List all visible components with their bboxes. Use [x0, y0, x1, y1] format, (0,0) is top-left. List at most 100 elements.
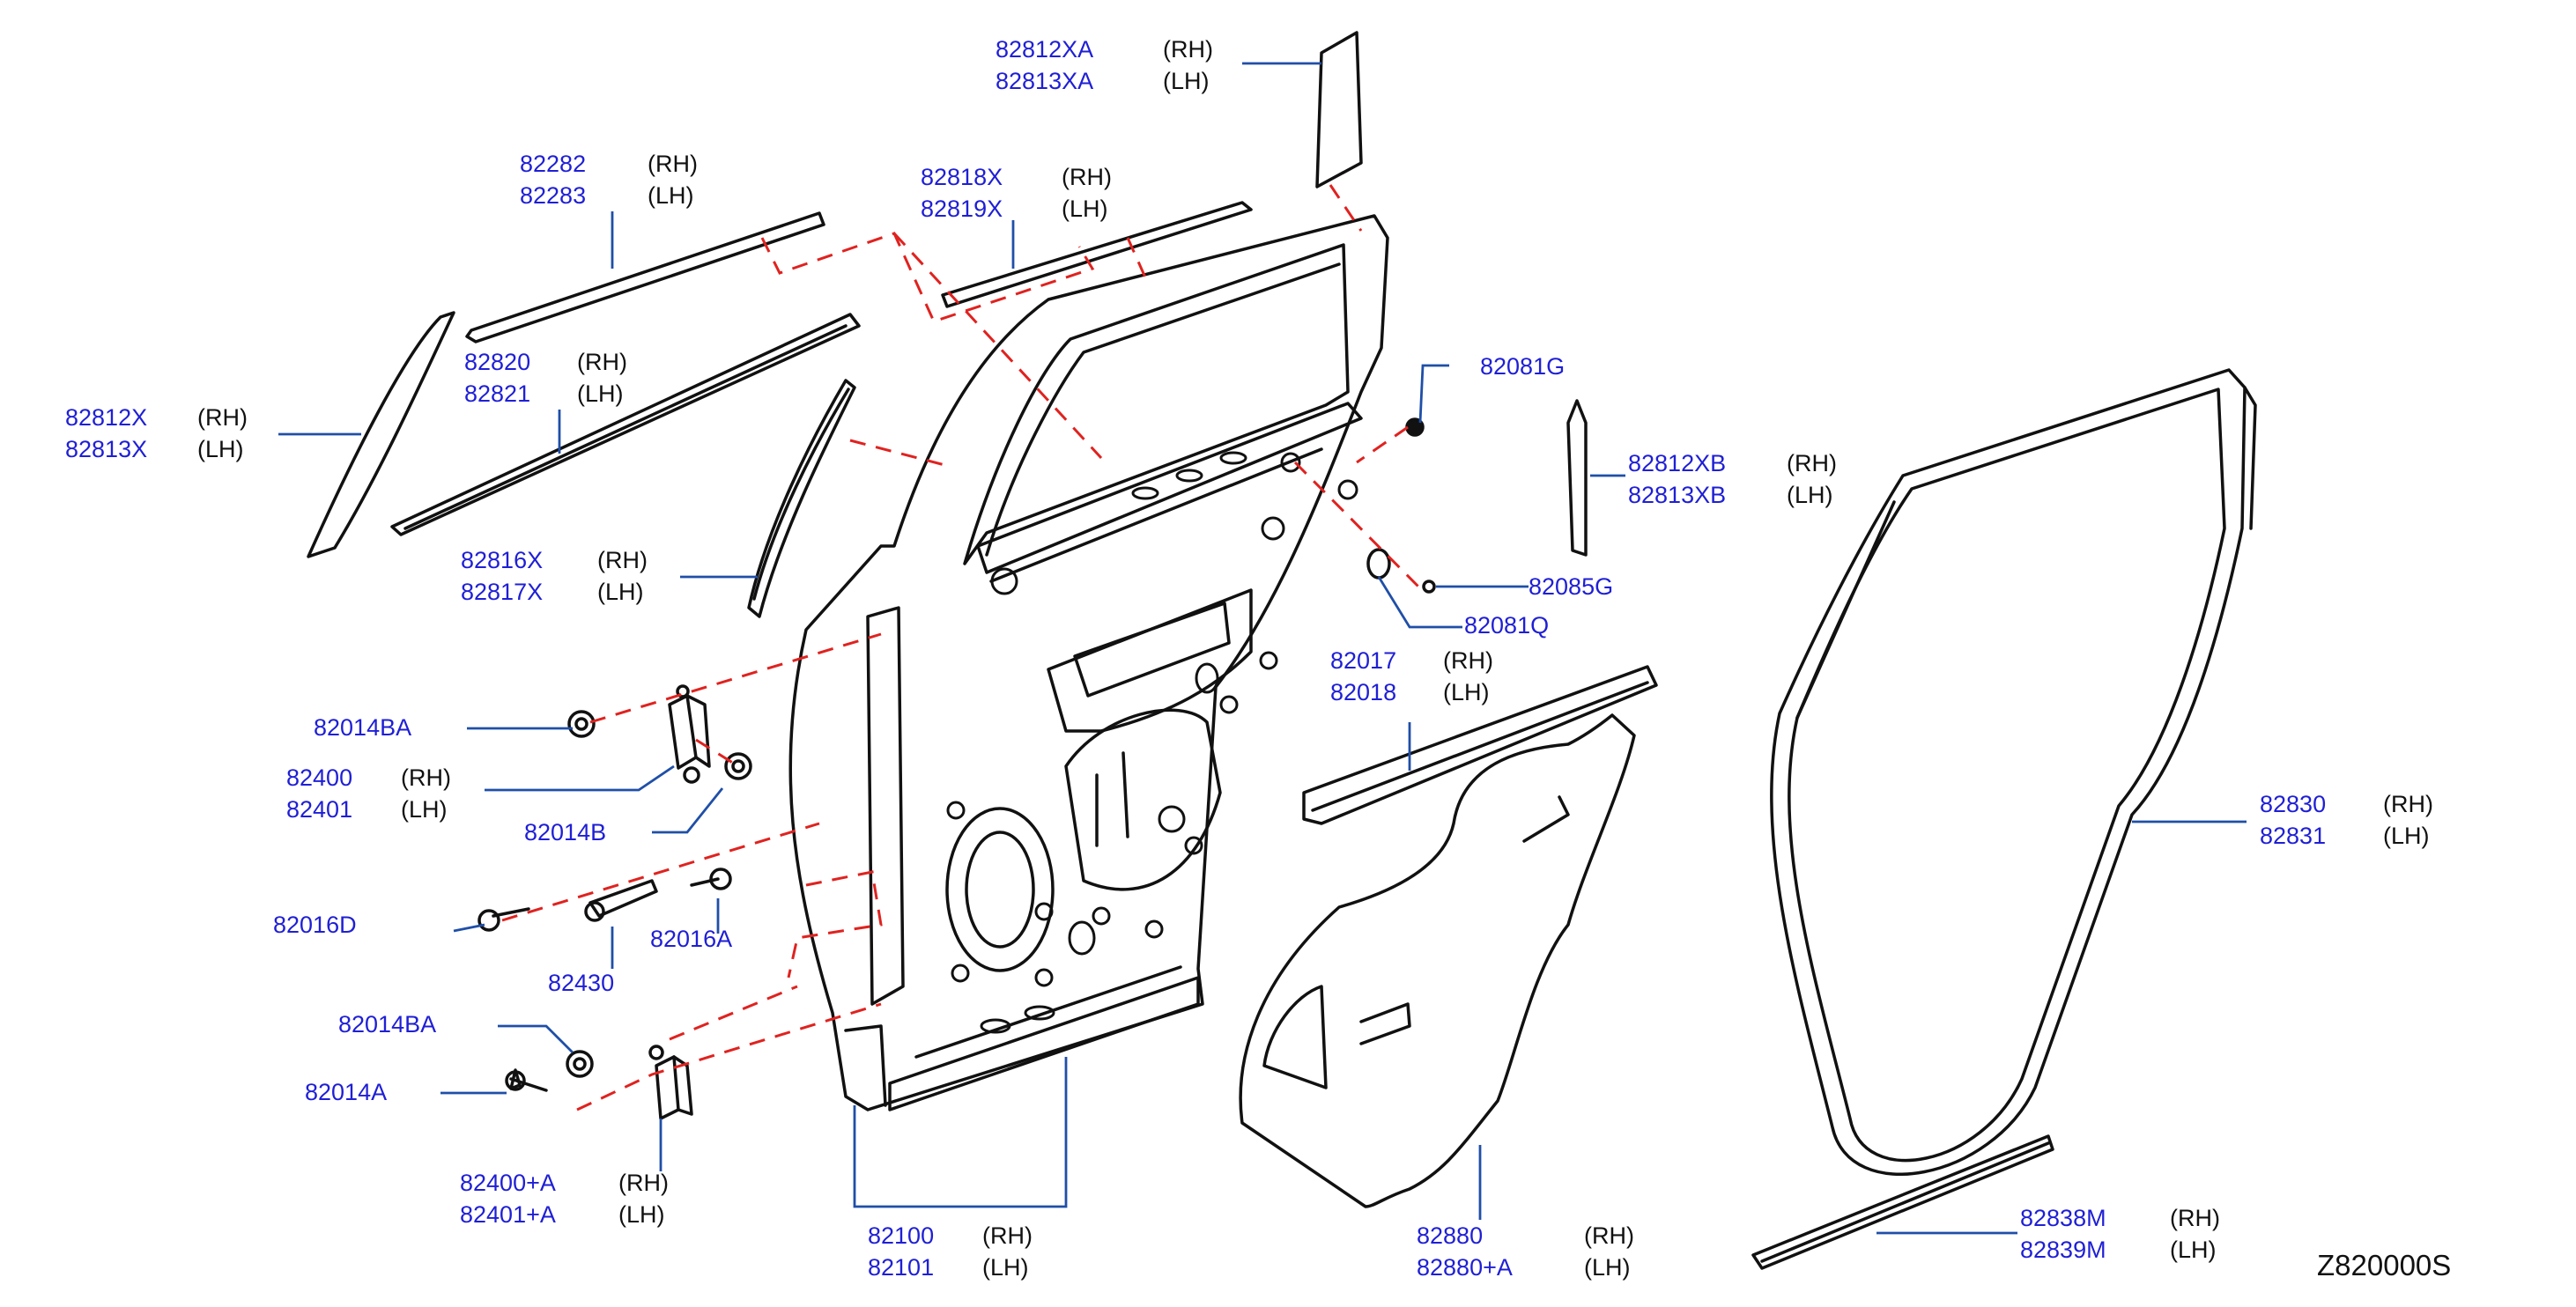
side-label: (LH) [2383, 823, 2430, 849]
side-label: (LH) [597, 579, 644, 605]
upper-hinge-82400[interactable] [668, 684, 711, 784]
part-number[interactable]: 82014BA [314, 714, 412, 741]
side-label: (RH) [1787, 450, 1837, 476]
sealing-screen-82880 [1239, 713, 1636, 1208]
part-number[interactable]: 82813X [65, 436, 148, 462]
callout-c2: 82282(RH) 82283(LH) [520, 148, 698, 211]
channel-82816x [747, 379, 856, 618]
part-number[interactable]: 82813XA [996, 68, 1094, 94]
callout-c23: 82880(RH) 82880+A(LH) [1417, 1220, 1634, 1283]
part-number[interactable]: 82813XB [1628, 482, 1727, 508]
part-number[interactable]: 82081G [1480, 353, 1566, 380]
diagram-code: Z820000S [2317, 1249, 2452, 1281]
garnish-82812xb [1566, 399, 1588, 557]
part-number[interactable]: 82838M [2020, 1205, 2106, 1231]
side-label: (RH) [2170, 1205, 2220, 1231]
part-number[interactable]: 82014A [305, 1079, 388, 1105]
part-number[interactable]: 82016D [273, 912, 357, 938]
part-number[interactable]: 82400 [286, 764, 353, 791]
callout-c9: 82085G [1529, 571, 1613, 602]
side-label: (LH) [1584, 1254, 1631, 1281]
molding-82282 [465, 211, 825, 343]
part-number[interactable]: 82282 [520, 151, 587, 177]
part-number[interactable]: 82812XB [1628, 450, 1727, 476]
callout-c24: 82838M (RH) 82839M (LH) [2020, 1202, 2220, 1266]
side-label: (RH) [1443, 647, 1493, 674]
callout-c20: 82014A [305, 1076, 387, 1108]
molding-82812xa [1315, 31, 1363, 188]
part-number[interactable]: 82812X [65, 404, 148, 431]
part-number[interactable]: 82018 [1330, 679, 1397, 705]
weatherstrip-82830 [1770, 368, 2247, 1177]
side-label: (RH) [577, 349, 627, 375]
leader-lines [278, 62, 2247, 1235]
callout-c19: 82014BA [338, 1008, 436, 1040]
side-label: (LH) [577, 380, 624, 407]
side-label: (RH) [1163, 36, 1213, 63]
side-label: (LH) [618, 1201, 665, 1228]
callout-c12: 82014BA [314, 712, 411, 743]
part-number[interactable]: 82016A [650, 926, 733, 952]
molding-82818x [941, 201, 1253, 308]
part-number[interactable]: 82812XA [996, 36, 1094, 63]
part-number[interactable]: 82085G [1529, 573, 1614, 600]
part-number[interactable]: 82400+A [460, 1170, 556, 1196]
part-number[interactable]: 82430 [548, 970, 615, 996]
part-number[interactable]: 82014B [524, 819, 607, 845]
part-number[interactable]: 82830 [2260, 791, 2327, 817]
garnish-82812x [307, 311, 455, 558]
side-label: (LH) [401, 796, 448, 823]
callout-c5: 82820 (RH) 82821 (LH) [464, 346, 627, 410]
side-label: (RH) [197, 404, 248, 431]
bolt-82016a [690, 868, 732, 890]
checker-82430 [584, 879, 658, 922]
nut-82014ba-upper [567, 710, 596, 738]
bolt-82016d [477, 907, 530, 932]
callout-c17: 82016A [650, 923, 732, 955]
part-number[interactable]: 82100 [868, 1222, 935, 1249]
lower-hinge-82400a[interactable] [648, 1045, 693, 1120]
side-label: (RH) [618, 1170, 669, 1196]
part-number[interactable]: 82101 [868, 1254, 935, 1281]
nut-82014ba-lower [566, 1050, 594, 1078]
part-number[interactable]: 82839M [2020, 1237, 2106, 1263]
side-label: (RH) [401, 764, 451, 791]
callout-c22: 82100(RH) 82101(LH) [868, 1220, 1033, 1283]
callout-c11: 82017 (RH) 82018 (LH) [1330, 645, 1493, 708]
part-number[interactable]: 82401+A [460, 1201, 556, 1228]
side-label: (LH) [2170, 1237, 2217, 1263]
grommet-82085g [1422, 580, 1436, 594]
rear-door-panel[interactable] [788, 214, 1389, 1111]
side-label: (LH) [982, 1254, 1029, 1281]
part-number[interactable]: 82821 [464, 380, 531, 407]
part-number[interactable]: 82817X [461, 579, 544, 605]
side-label: (RH) [2383, 791, 2433, 817]
callout-c16: 82016D [273, 909, 357, 941]
callout-c7: 82812XB(RH) 82813XB(LH) [1628, 447, 1837, 511]
callout-c3: 82818X(RH) 82819X(LH) [921, 161, 1112, 225]
part-number[interactable]: 82816X [461, 547, 544, 573]
callout-c10: 82081Q [1464, 609, 1549, 641]
side-label: (LH) [197, 436, 244, 462]
side-label: (LH) [1443, 679, 1490, 705]
part-number[interactable]: 82081Q [1464, 612, 1550, 639]
callout-c21: 82400+A (RH) 82401+A (LH) [460, 1167, 669, 1230]
relation-lines [501, 184, 1420, 1111]
part-number[interactable]: 82818X [921, 164, 1003, 190]
part-number[interactable]: 82880+A [1417, 1254, 1513, 1281]
part-number[interactable]: 82880 [1417, 1222, 1484, 1249]
part-number[interactable]: 82014BA [338, 1011, 437, 1037]
callout-c14: 82014B [524, 816, 606, 848]
part-number[interactable]: 82283 [520, 182, 587, 209]
callout-c15: 82830 (RH) 82831 (LH) [2260, 788, 2433, 852]
part-number[interactable]: 82819X [921, 196, 1003, 222]
part-number[interactable]: 82831 [2260, 823, 2327, 849]
part-number[interactable]: 82401 [286, 796, 353, 823]
part-number[interactable]: 82820 [464, 349, 531, 375]
side-label: (LH) [1062, 196, 1108, 222]
callout-c18: 82430 [548, 967, 614, 999]
part-number[interactable]: 82017 [1330, 647, 1397, 674]
side-label: (LH) [648, 182, 694, 209]
